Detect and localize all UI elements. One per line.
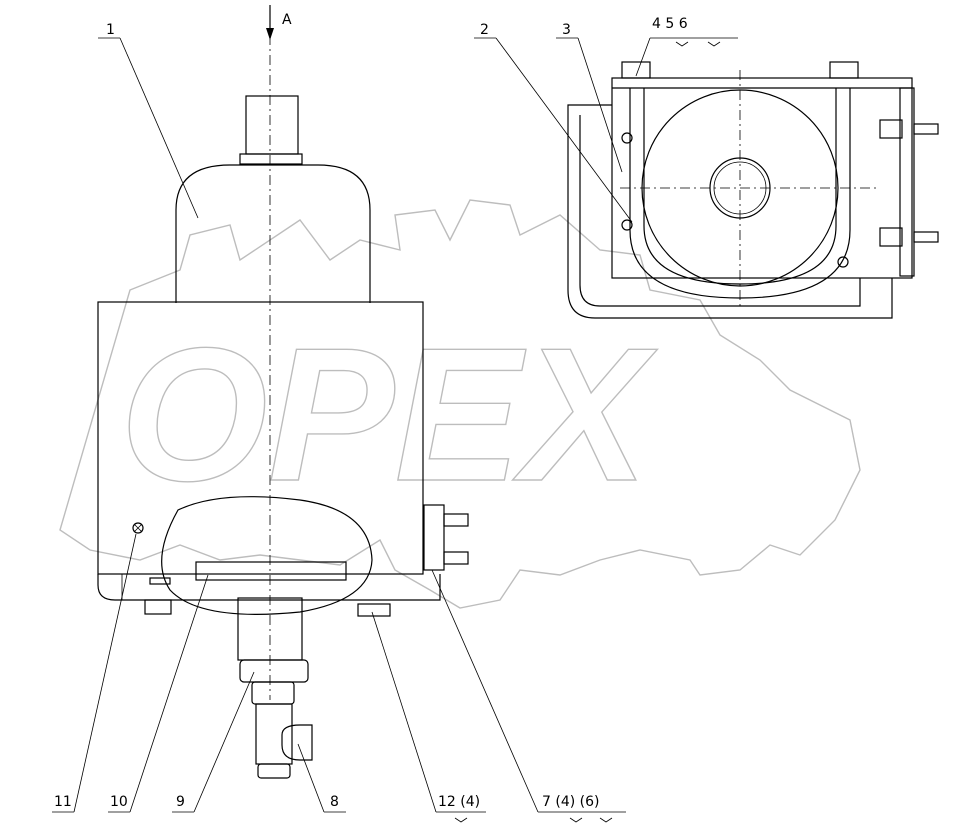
leader-lines [52,37,738,823]
label-2: 2 [480,22,489,38]
hex-nut [239,659,309,683]
side-frame [611,77,913,279]
label-4-5-6: 4 5 6 [652,16,688,32]
top-boss [245,95,299,155]
leader-456-mark-2 [707,41,721,47]
side-hole-3 [837,256,849,268]
side-bolt-bottom [443,551,469,565]
leader-7 [431,569,539,813]
bolt-left [144,599,172,615]
side-stud-bottom-nut [879,227,903,247]
leader-7-mark-2 [599,817,613,823]
fitting-body [255,703,293,765]
leader-12 [371,611,437,813]
main-block [97,301,424,575]
label-10: 10 [110,794,128,810]
view-arrow-head [266,28,274,40]
side-base-inner [579,115,861,307]
cutaway-section [161,496,373,615]
fitting-end [257,763,291,779]
leader-7-mark-1 [569,817,583,823]
side-base-bracket [567,104,893,319]
inner-plate [195,561,347,581]
leader-2 [495,37,633,223]
top-boss-collar [239,153,303,165]
label-12: 12 (4) [438,794,480,810]
leader-456-mark-1 [675,41,689,47]
leader-9 [193,671,255,813]
watermark-gear [59,199,861,609]
side-hole-2 [621,219,633,231]
leader-10 [129,574,209,813]
side-bolt-head-right [829,61,859,79]
side-bolt-head-left [621,61,651,79]
marker-symbol [132,522,144,534]
side-right-flange [899,87,915,277]
side-stud-top [913,123,939,135]
bottom-plate [97,574,441,601]
bolt-right [357,603,391,617]
elbow-fitting [281,724,313,761]
dome-housing [175,164,371,303]
fitting-nut [251,681,295,705]
side-bracket [423,504,445,571]
leader-3 [577,37,623,173]
side-u-clamp-inner [643,88,837,285]
labels: A 1 2 3 4 5 6 11 10 9 8 12 (4) 7 (4) (6) [54,12,688,810]
label-8: 8 [330,794,339,810]
plate-nut [149,577,171,585]
leader-8 [297,743,325,813]
marker-cross-b [133,523,143,533]
side-bolt-top [443,513,469,527]
label-9: 9 [176,794,185,810]
front-view [97,5,469,779]
side-stud-bottom [913,231,939,243]
watermark-text: OPEX [120,309,658,521]
label-11: 11 [54,794,72,810]
leader-11 [73,533,137,813]
view-label-a: A [282,12,292,28]
side-stud-top-nut [879,119,903,139]
leader-456 [635,37,651,77]
label-7: 7 (4) (6) [542,794,599,810]
side-u-clamp [629,88,851,299]
watermark: OPEX [59,199,861,609]
side-hole-1 [621,132,633,144]
leader-1 [119,37,199,219]
side-view [567,61,939,319]
label-1: 1 [106,22,115,38]
leader-12-mark [454,817,468,823]
label-3: 3 [562,22,571,38]
